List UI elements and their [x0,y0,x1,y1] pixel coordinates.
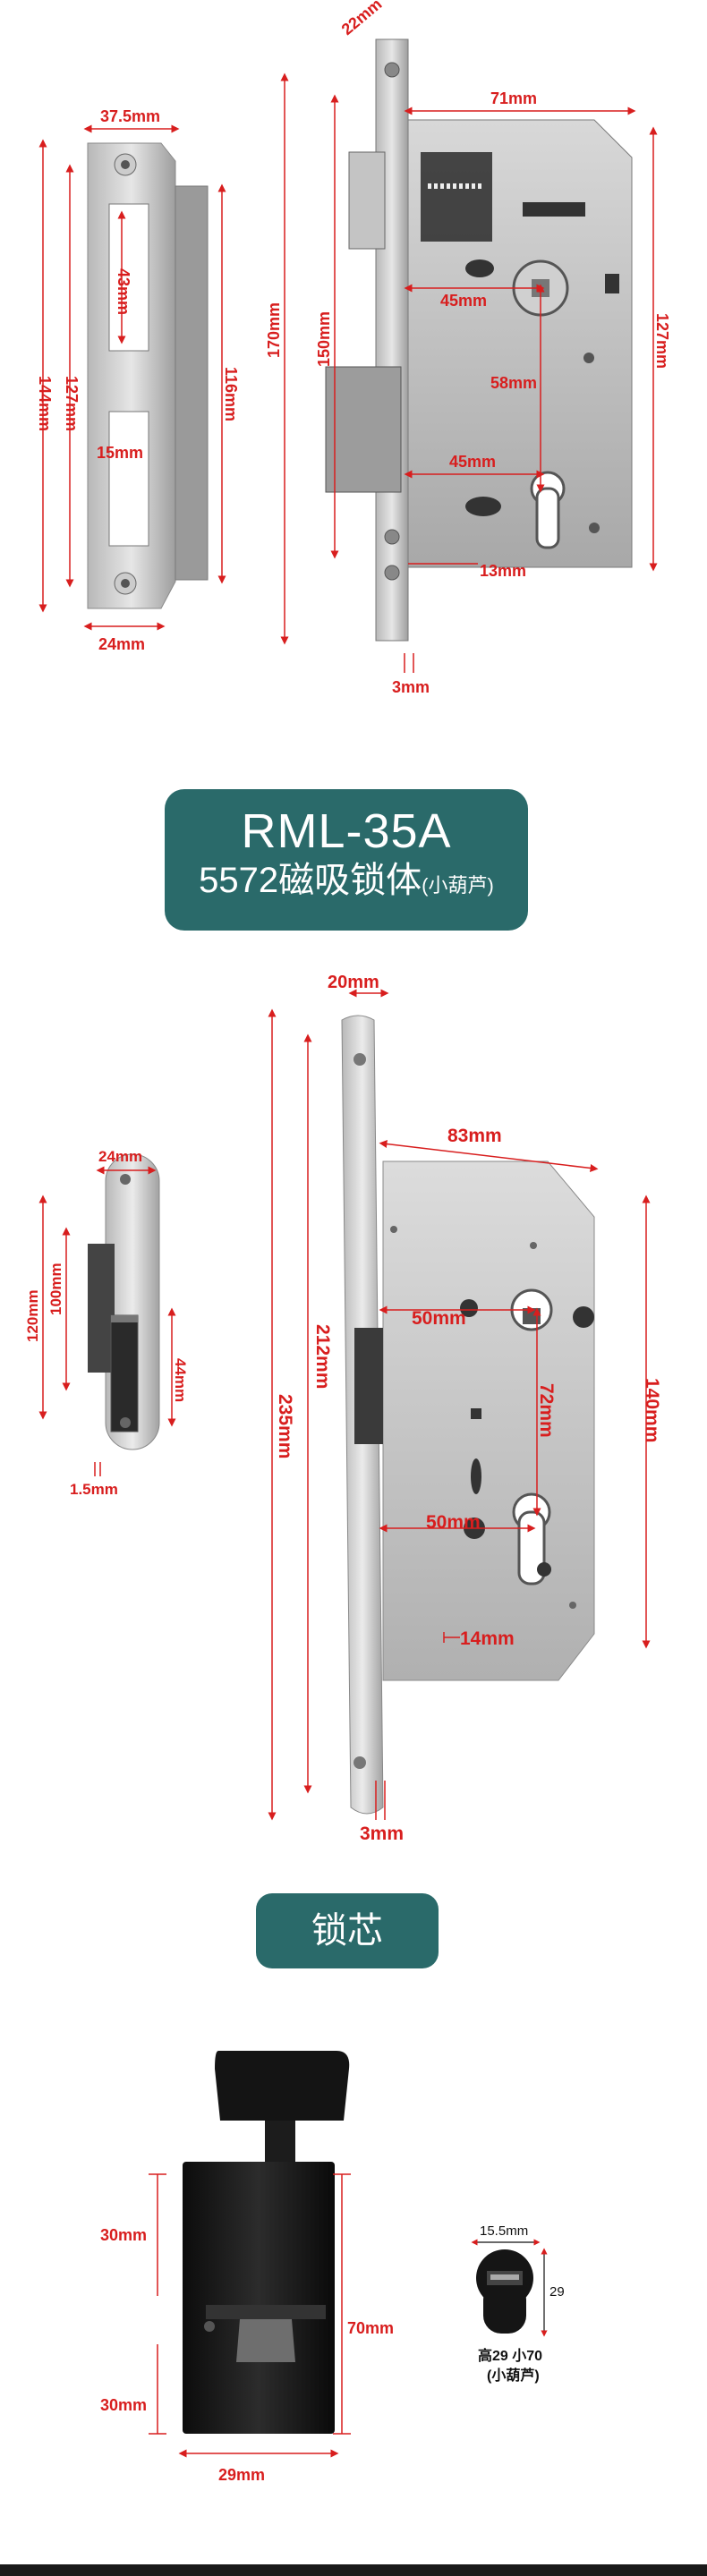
dim-body2-backset1: 50mm [412,1308,466,1329]
dim-cyl-right: 70mm [347,2319,394,2337]
dim-strike2-slot: 44mm [172,1358,189,1402]
cylinder-banner: 锁芯 [256,1893,439,1968]
dim-profile-height: 29 [549,2284,565,2300]
cylinder-profile [476,2249,533,2334]
dim-cyl-left-top: 30mm [100,2226,147,2244]
lock1-body [325,38,633,642]
cylinder-body [183,2051,350,2434]
strike-plate [87,142,209,609]
dim-body-thick: 3mm [392,678,430,696]
dim-strike2-outer: 120mm [24,1289,41,1342]
dim-cyl-left-bottom: 30mm [100,2396,147,2414]
dim-body-case: 127mm [653,313,671,369]
dim-body2-faceplate: 212mm [312,1324,333,1389]
dim-profile-width: 15.5mm [480,2223,528,2239]
dim-body2-top: 20mm [328,973,379,992]
dim-strike-bottom: 24mm [98,635,145,653]
dim-strike-slot: 43mm [115,268,132,315]
thumb-turn-knob [215,2051,350,2121]
lock2-diagram: 24mm 100mm 120mm 44mm 1.5mm 20mm 83mm 21… [24,973,662,1844]
bottom-bar [0,2564,707,2576]
profile-caption-2: (小葫芦) [487,2367,540,2384]
lock1-diagram: 37.5mm 144mm 127mm 43mm 15mm 116mm 24mm … [36,0,671,696]
dim-strike2-inner: 100mm [47,1262,64,1315]
model-name: RML-35A [241,804,452,858]
dim-body-depth: 71mm [490,89,537,107]
dim-strike2-thick: 1.5mm [70,1481,118,1498]
strike-plate-2 [88,1153,160,1450]
section-lock-2: 24mm 100mm 120mm 44mm 1.5mm 20mm 83mm 21… [0,957,707,1879]
dim-body2-depth: 83mm [447,1126,502,1146]
dim-strike-width: 37.5mm [100,107,160,125]
dim-body-backset1: 45mm [440,292,487,310]
model-banner: RML-35A 5572磁吸锁体(小葫芦) [165,789,528,931]
dim-body2-center: 72mm [536,1383,557,1438]
profile-caption-1: 高29 小70 [478,2347,542,2364]
dim-strike-inner: 127mm [63,376,81,431]
dim-body2-case: 140mm [642,1378,662,1442]
dim-cyl-width: 29mm [218,2466,265,2484]
lock2-body [341,1015,595,1815]
dim-body-edge: 13mm [480,562,526,580]
dim-body2-thick: 3mm [360,1824,404,1844]
dim-body2-total: 235mm [275,1394,295,1458]
dim-strike-right: 116mm [222,367,240,421]
dim-body-top: 22mm [338,0,386,38]
dim-strike-gap: 15mm [97,444,143,462]
dim-strike-outer: 144mm [36,376,54,431]
dim-strike2-width: 24mm [98,1148,142,1165]
cylinder-diagram: 30mm 30mm 70mm 29mm 15.5mm 29 高29 小70 (小… [100,2051,565,2484]
dim-body-backset2: 45mm [449,453,496,471]
section-cylinder: 30mm 30mm 70mm 29mm 15.5mm 29 高29 小70 (小… [0,1986,707,2559]
model-subtitle-note: (小葫芦) [422,874,494,897]
dim-body-height: 170mm [265,302,283,358]
dim-body-center: 58mm [490,374,537,392]
dim-body2-backset2: 50mm [426,1512,481,1533]
dim-body2-edge: 14mm [460,1628,515,1649]
section-lock-1: 37.5mm 144mm 127mm 43mm 15mm 116mm 24mm … [0,0,707,716]
dim-body-faceplate: 150mm [315,311,333,367]
model-subtitle-text: 5572磁吸锁体 [199,861,422,900]
model-subtitle: 5572磁吸锁体(小葫芦) [165,861,528,905]
